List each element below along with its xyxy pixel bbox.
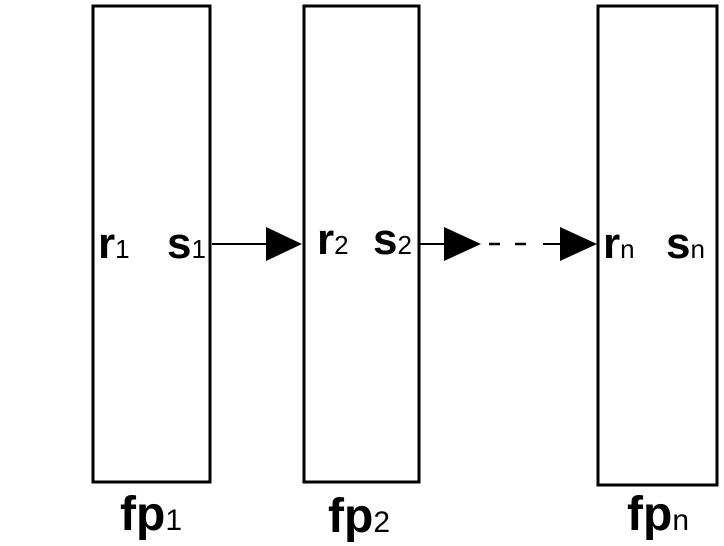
arrow-head xyxy=(266,227,302,261)
frame-1-caption: fp1 xyxy=(120,488,182,541)
arrow-frame1-to-frame2 xyxy=(212,227,302,261)
arrow-head-mid xyxy=(444,227,481,261)
frame-n-s-label: sn xyxy=(666,219,705,268)
arrow-frame2-to-framen xyxy=(420,227,597,261)
frame-n-caption: fpn xyxy=(627,488,689,541)
frame-1-box xyxy=(91,4,212,484)
arrow-head-end xyxy=(560,227,597,261)
frame-2-r-label: r2 xyxy=(317,215,349,264)
frame-2-s-label: s2 xyxy=(373,215,412,264)
frame-2-caption: fp2 xyxy=(328,490,390,543)
frame-n-box xyxy=(596,4,719,487)
frame-2-box xyxy=(302,4,421,484)
frame-1-s-label: s1 xyxy=(167,219,206,268)
frame-1: r1 s1 fp1 xyxy=(91,4,212,541)
frame-1-r-label: r1 xyxy=(98,219,130,268)
frame-n-r-label: rn xyxy=(603,219,635,268)
frame-n: rn sn fpn xyxy=(596,4,719,541)
frame-2: r2 s2 fp2 xyxy=(302,4,421,543)
